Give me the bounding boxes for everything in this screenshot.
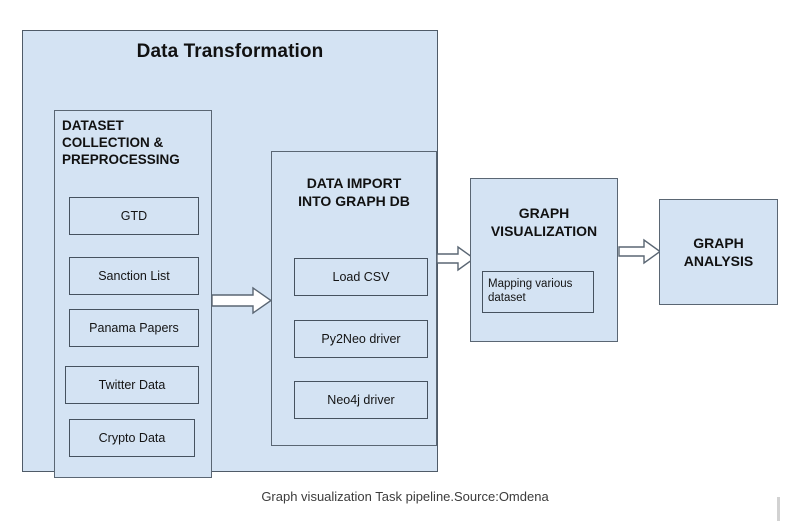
- dataset-collection-title: DATASET COLLECTION & PREPROCESSING: [62, 117, 212, 168]
- import-item-py2neo-driver[interactable]: Py2Neo driver: [294, 320, 428, 358]
- dataset-item-panama-papers[interactable]: Panama Papers: [69, 309, 199, 347]
- dataset-collection-title-line-2: COLLECTION &: [62, 135, 164, 150]
- figure-caption: Graph visualization Task pipeline.Source…: [261, 489, 549, 504]
- dataset-collection-panel[interactable]: DATASET COLLECTION & PREPROCESSING GTD S…: [54, 110, 212, 478]
- dataset-item-sanction-list[interactable]: Sanction List: [69, 257, 199, 295]
- right-block-arrow-icon: [211, 286, 273, 315]
- arrow-transform-to-visualization: [436, 243, 476, 280]
- dataset-item-gtd[interactable]: GTD: [69, 197, 199, 235]
- graph-visualization-title: GRAPH VISUALIZATION: [471, 204, 617, 240]
- data-import-title-line-2: INTO GRAPH DB: [298, 193, 410, 209]
- dataset-item-twitter-data[interactable]: Twitter Data: [65, 366, 199, 404]
- page-edge-artifact: [777, 497, 780, 521]
- import-item-neo4j-driver[interactable]: Neo4j driver: [294, 381, 428, 419]
- graph-analysis-title: GRAPH ANALYSIS: [684, 234, 754, 270]
- graph-visualization-title-line-2: VISUALIZATION: [490, 223, 598, 239]
- data-transformation-panel[interactable]: Data Transformation DATASET COLLECTION &…: [22, 30, 438, 478]
- arrow-visualization-to-analysis: [618, 236, 662, 273]
- graph-analysis-title-line-1: GRAPH: [693, 235, 744, 251]
- right-block-arrow-icon: [436, 245, 476, 272]
- graph-analysis-title-line-2: ANALYSIS: [683, 253, 754, 269]
- dataset-item-crypto-data[interactable]: Crypto Data: [69, 419, 195, 457]
- data-import-panel[interactable]: DATA IMPORT INTO GRAPH DB Load CSV Py2Ne…: [271, 151, 437, 446]
- right-block-arrow-icon: [618, 238, 662, 265]
- graph-analysis-box[interactable]: GRAPH ANALYSIS: [659, 199, 778, 305]
- data-import-title-line-1: DATA IMPORT: [306, 175, 402, 191]
- dataset-collection-title-line-3: PREPROCESSING: [62, 152, 180, 167]
- import-item-load-csv[interactable]: Load CSV: [294, 258, 428, 296]
- data-transformation-title: Data Transformation: [136, 41, 324, 62]
- dataset-collection-title-line-1: DATASET: [62, 118, 124, 133]
- graph-visualization-box[interactable]: GRAPH VISUALIZATION Mapping various data…: [470, 178, 618, 342]
- graph-visualization-note[interactable]: Mapping various dataset: [482, 271, 594, 313]
- arrow-dataset-to-import: [211, 285, 273, 322]
- data-import-title: DATA IMPORT INTO GRAPH DB: [272, 174, 436, 210]
- graph-visualization-title-line-1: GRAPH: [518, 205, 570, 221]
